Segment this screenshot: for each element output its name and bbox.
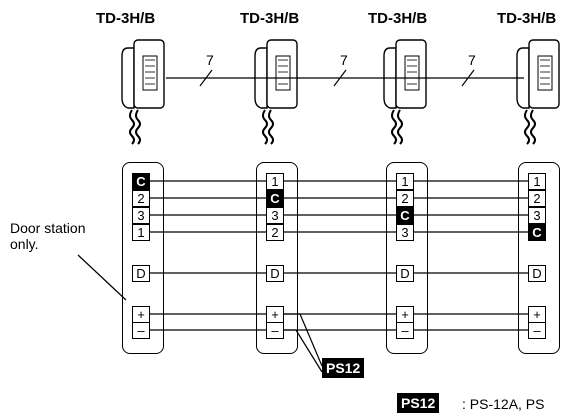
ps12-plus-lead: [299, 313, 323, 367]
s4-terminal-plus: +: [528, 306, 546, 323]
s4-terminal-1: 1: [528, 173, 546, 190]
s3-terminal-3: C: [396, 207, 414, 224]
terminal-panel-3: [386, 162, 428, 354]
s2-terminal-2: C: [266, 190, 284, 207]
s2-terminal-3: 3: [266, 207, 284, 224]
s2-terminal-door: D: [266, 265, 284, 282]
s1-terminal-plus: +: [132, 306, 150, 323]
handset-2-cord: [262, 109, 268, 145]
terminal-panel-4: [518, 162, 560, 354]
handset-3-cord: [391, 109, 397, 145]
s3-terminal-door: D: [396, 265, 414, 282]
s3-terminal-4: 3: [396, 224, 414, 241]
tick-1: [199, 69, 213, 87]
handset-1-panel: [142, 55, 158, 91]
ps12-minus-lead: [295, 329, 323, 373]
station-2-model: TD-3H/B: [240, 10, 300, 27]
s1-terminal-3: 3: [132, 207, 150, 224]
conductor-count-1: 7: [206, 52, 214, 68]
handset-1-receiver: [121, 47, 135, 109]
s1-terminal-door: D: [132, 265, 150, 282]
s2-terminal-1: 1: [266, 173, 284, 190]
ps12-legend-badge: PS12: [397, 393, 440, 413]
station-1-model: TD-3H/B: [96, 10, 156, 27]
handset-2-cord-b: [268, 109, 274, 145]
door-note-pointer: [77, 254, 127, 301]
station-3-model: TD-3H/B: [368, 10, 428, 27]
handset-1-cord-b: [135, 109, 141, 145]
s4-terminal-door: D: [528, 265, 546, 282]
tick-3: [461, 69, 475, 87]
s1-terminal-2: 2: [132, 190, 150, 207]
s1-terminal-minus: –: [132, 322, 150, 339]
s3-terminal-plus: +: [396, 306, 414, 323]
handset-4-cord: [524, 109, 530, 145]
s3-terminal-2: 2: [396, 190, 414, 207]
s1-terminal-4: 1: [132, 224, 150, 241]
s3-terminal-minus: –: [396, 322, 414, 339]
door-station-note: Door station only.: [10, 220, 86, 252]
terminal-panel-1: [122, 162, 164, 354]
conductor-count-3: 7: [468, 52, 476, 68]
s4-terminal-minus: –: [528, 322, 546, 339]
s2-terminal-plus: +: [266, 306, 284, 323]
handset-1-cord: [129, 109, 135, 145]
terminal-panel-2: [256, 162, 298, 354]
s2-terminal-minus: –: [266, 322, 284, 339]
handset-3-cord-b: [397, 109, 403, 145]
handset-4-panel: [537, 55, 553, 91]
s4-terminal-3: 3: [528, 207, 546, 224]
s3-terminal-1: 1: [396, 173, 414, 190]
s4-terminal-4: C: [528, 224, 546, 241]
handset-4-cord-b: [530, 109, 536, 145]
ps12-legend-text: : PS-12A, PS: [462, 396, 545, 412]
station-4-model: TD-3H/B: [497, 10, 557, 27]
ps12-badge: PS12: [322, 358, 365, 378]
s2-terminal-4: 2: [266, 224, 284, 241]
handset-2-panel: [275, 55, 291, 91]
conductor-count-2: 7: [340, 52, 348, 68]
handset-3-panel: [404, 55, 420, 91]
s4-terminal-2: 2: [528, 190, 546, 207]
tick-2: [333, 69, 347, 87]
s1-terminal-1: C: [132, 173, 150, 190]
